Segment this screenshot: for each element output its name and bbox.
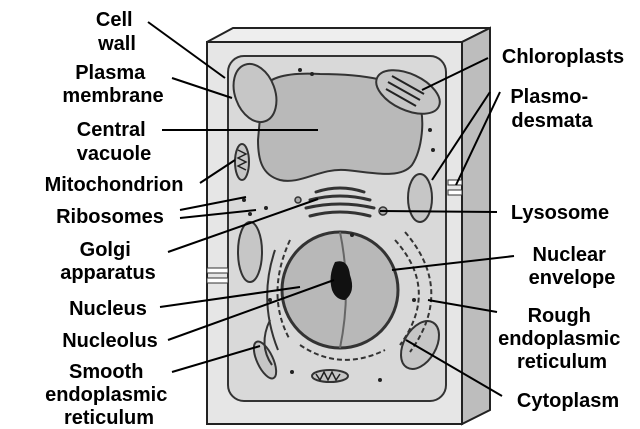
label-ribosomes: Ribosomes (56, 206, 164, 228)
ribosomes (242, 68, 435, 382)
label-central-vacuole: Central vacuole (77, 119, 151, 165)
cell-wall-top-face (206, 27, 491, 43)
mitochondria (234, 143, 349, 383)
nucleolus (330, 261, 353, 300)
label-smooth-er: Smooth endoplasmic reticulum (45, 361, 173, 429)
label-mitochondrion: Mitochondrion (45, 174, 184, 196)
lysosome-small (294, 196, 302, 204)
label-golgi-apparatus: Golgi apparatus (60, 239, 156, 284)
cell-illustration (206, 26, 491, 426)
label-nuclear-envelope: Nuclear envelope (529, 244, 616, 289)
leader-lines (147, 21, 515, 397)
plasmodesmata-channels (206, 179, 463, 284)
label-cytoplasm: Cytoplasm (517, 390, 619, 412)
label-cell-wall: Cell wall (96, 9, 138, 55)
label-plasmodesmata: Plasmo- desmata (510, 86, 593, 132)
labels: Cell wall Plasma membrane Central vacuol… (45, 9, 626, 429)
label-lysosome: Lysosome (511, 202, 609, 224)
rough-er (276, 231, 433, 361)
label-plasma-membrane: Plasma membrane (62, 62, 163, 107)
golgi-apparatus (304, 186, 376, 218)
label-rough-er: Rough endoplasmic reticulum (498, 305, 626, 373)
cell-wall-right-face (461, 26, 491, 426)
smooth-er (263, 249, 279, 366)
label-nucleolus: Nucleolus (62, 330, 158, 352)
label-chloroplasts: Chloroplasts (502, 46, 624, 68)
central-vacuole (256, 72, 424, 182)
label-nucleus: Nucleus (69, 298, 147, 320)
